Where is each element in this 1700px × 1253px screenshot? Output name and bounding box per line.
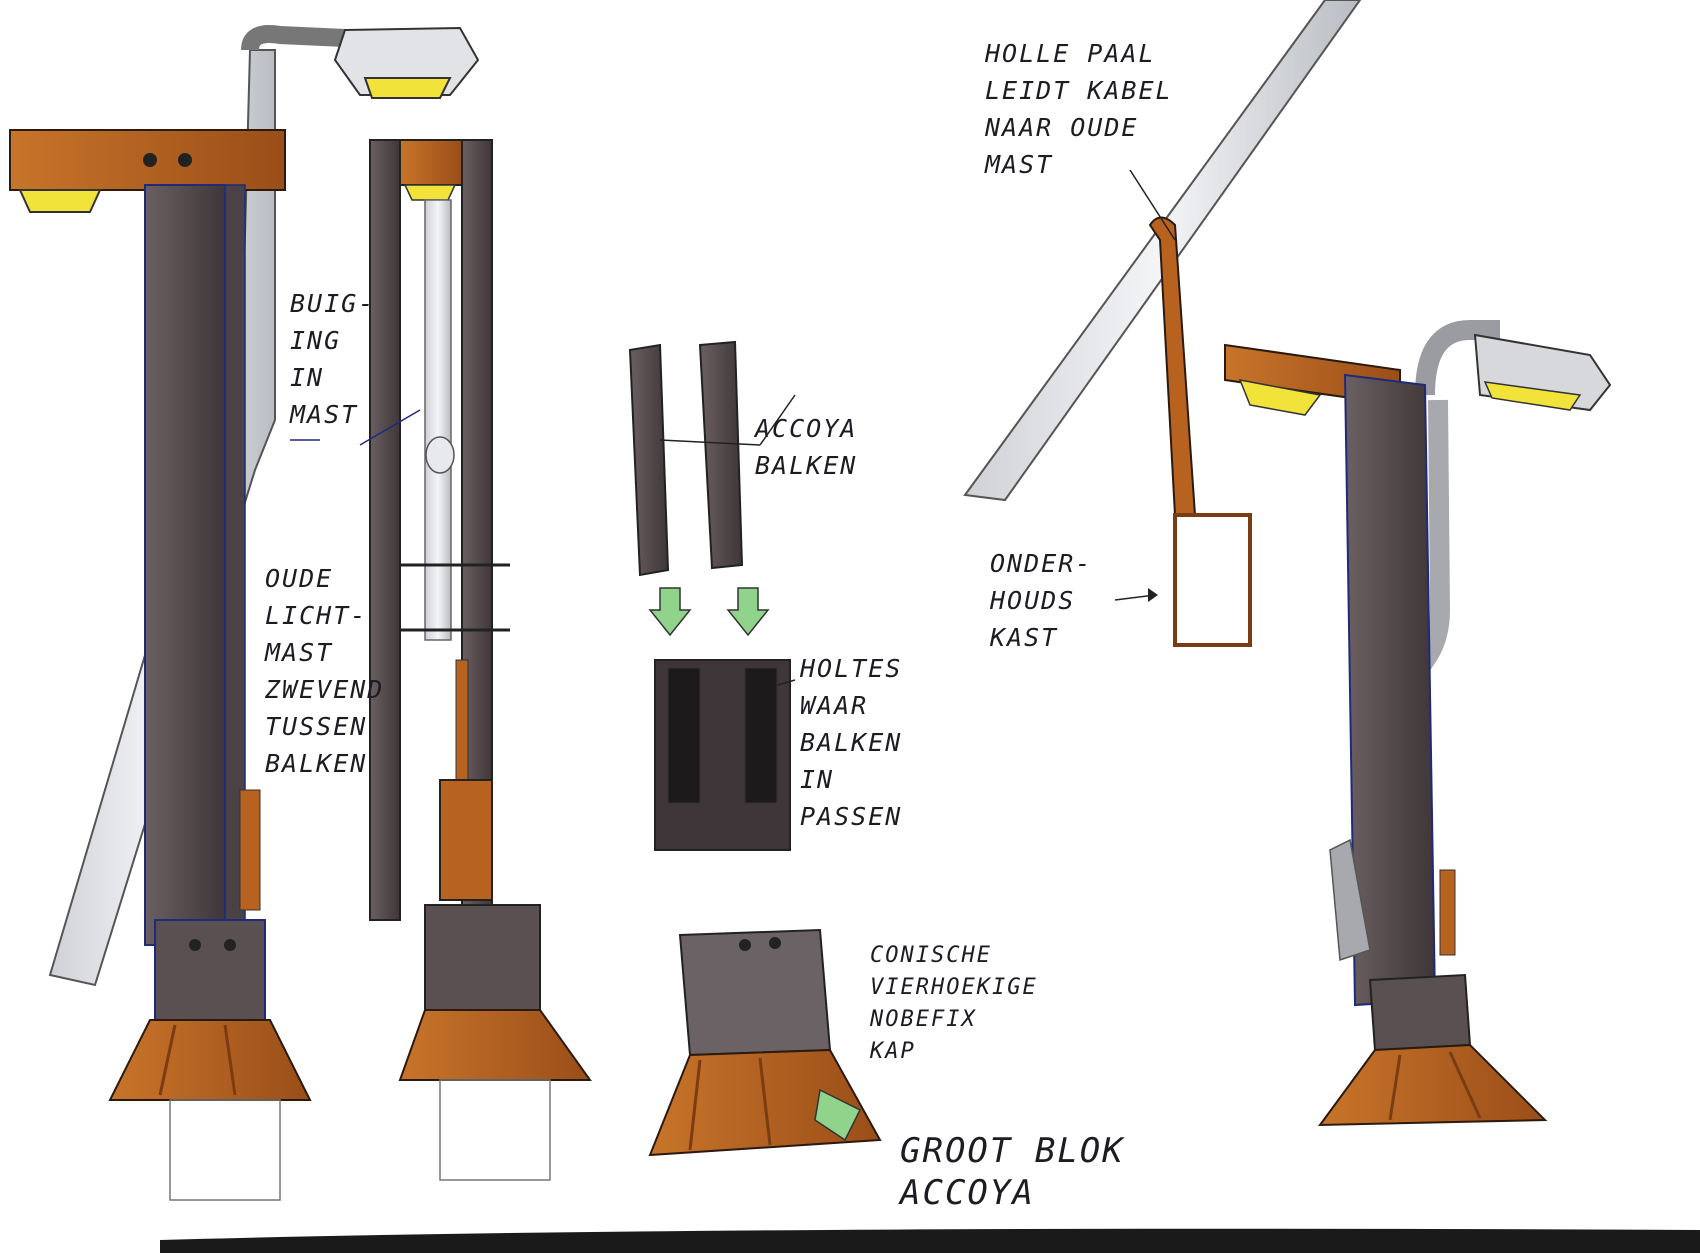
label-buiging-in-mast: BUIG- ING IN MAST [290, 289, 376, 429]
lamp-head-icon [18, 189, 102, 213]
inner-pole [424, 199, 452, 641]
lamppost-sketch-3 [1224, 320, 1612, 1127]
accoya-beam-left [369, 139, 401, 921]
label-holle-paal: HOLLE PAAL LEIDT KABEL NAAR OUDE MAST [985, 39, 1173, 179]
pointer-arrow-icon [1114, 588, 1158, 602]
green-down-arrow-icon [648, 587, 692, 637]
green-down-arrow-icon [726, 587, 770, 637]
lamp-head-icon [1473, 333, 1612, 412]
label-oude-lichtmast: OUDE LICHT- MAST ZWEVEND TUSSEN BALKEN [265, 564, 385, 778]
base-block [154, 919, 266, 1021]
leader-lines [290, 409, 421, 446]
accoya-beam [144, 184, 226, 946]
conical-cap-sketch [648, 928, 882, 1157]
conical-cap [108, 1019, 312, 1101]
label-onderhouds-kast: ONDER- HOUDS KAST [990, 549, 1093, 652]
label-groot-blok: GROOT BLOK ACCOYA [900, 1131, 1125, 1213]
accoya-beam-right [698, 340, 744, 570]
sheet-bottom-edge [160, 1228, 1700, 1253]
maintenance-box [439, 779, 493, 901]
maintenance-box [1173, 513, 1252, 647]
label-holtes: HOLTES WAAR BALKEN IN PASSEN [800, 654, 903, 831]
label-conische-kap: CONISCHE VIERHOEKIGE NOBEFIX KAP [870, 943, 1038, 1064]
label-accoya-balken: ACCOYA BALKEN [755, 414, 858, 480]
lamppost-sketch-2 [369, 139, 592, 1181]
foundation-outline [169, 1099, 281, 1201]
lamppost-sketch-1 [9, 25, 480, 1201]
lamp-head-icon [333, 26, 480, 99]
accoya-beam-left [628, 343, 670, 577]
hollow-pole-sketch [963, 0, 1362, 647]
beam-detail-sketch [628, 340, 796, 851]
